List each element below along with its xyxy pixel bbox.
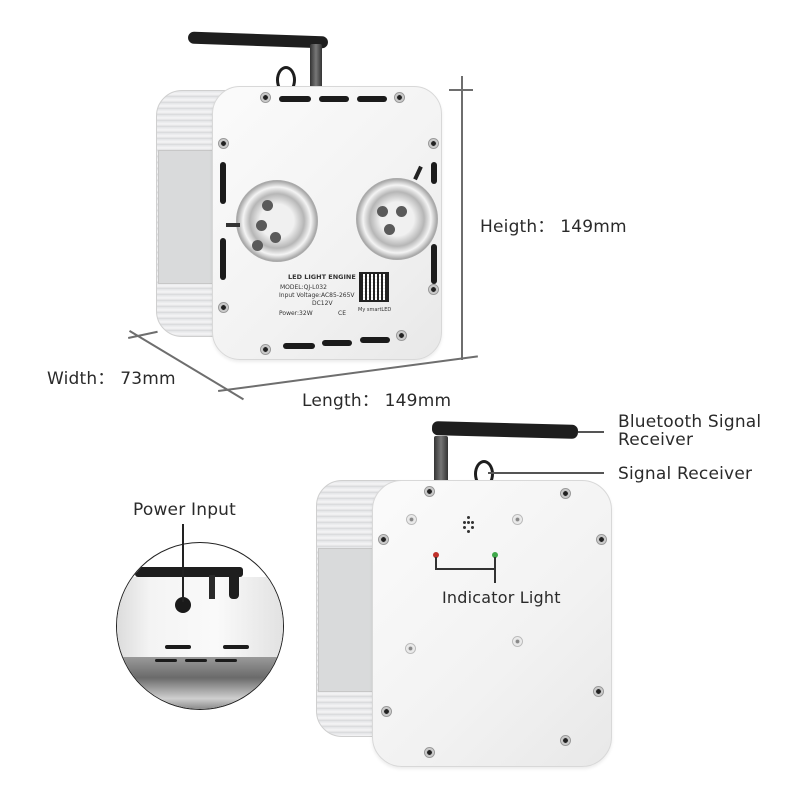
- indicator-callout-line: [435, 557, 437, 569]
- screw-icon: [406, 514, 417, 525]
- power-input-label: Power Input: [133, 500, 237, 520]
- signal-receiver-label: Signal Receiver: [618, 464, 753, 484]
- fiber-hole: [384, 224, 395, 235]
- bluetooth-callout-line: [578, 431, 604, 433]
- screw-icon: [512, 636, 523, 647]
- vent-slot: [431, 244, 437, 284]
- screw-icon: [381, 706, 392, 717]
- screw-icon: [560, 735, 571, 746]
- antenna-post: [310, 44, 322, 90]
- label-voltage: Input Voltage:AC85-265V: [279, 292, 355, 299]
- indicator-light-label: Indicator Light: [442, 588, 561, 607]
- indicator-callout-line: [494, 557, 496, 583]
- vent-slot: [322, 340, 352, 346]
- fiber-hole: [262, 200, 273, 211]
- inset-antenna-post: [229, 571, 239, 599]
- screw-icon: [218, 302, 229, 313]
- length-label: Length： 149mm: [302, 391, 452, 411]
- label-ce: CE: [338, 310, 346, 317]
- vent-slot: [220, 238, 226, 280]
- label-power: Power:32W: [279, 310, 313, 317]
- screw-icon: [378, 534, 389, 545]
- screw-icon: [424, 486, 435, 497]
- inset-antenna: [135, 567, 243, 577]
- vent-slot: [223, 645, 249, 649]
- indicator-led-green: [492, 552, 498, 558]
- label-model: MODEL:QJ-L032: [280, 284, 327, 291]
- vent-slot: [431, 162, 437, 184]
- vent-slot: [155, 659, 177, 662]
- fiber-hole: [270, 232, 281, 243]
- vent-slot: [185, 659, 207, 662]
- inset-cable: [209, 575, 215, 599]
- set-screw: [226, 223, 240, 227]
- bluetooth-receiver-label-line2: Receiver: [618, 430, 694, 450]
- power-input-inset: [116, 542, 284, 710]
- vent-slot: [215, 659, 237, 662]
- screw-icon: [596, 534, 607, 545]
- screw-icon: [428, 284, 439, 295]
- screw-icon: [260, 344, 271, 355]
- vent-slot: [357, 96, 387, 102]
- device-back-face: [372, 480, 612, 767]
- device-side-panel: [318, 548, 380, 692]
- vent-slot: [165, 645, 191, 649]
- screw-icon: [428, 138, 439, 149]
- fiber-hole: [377, 206, 388, 217]
- antenna-icon: [187, 31, 329, 49]
- vent-slot: [360, 337, 390, 343]
- power-jack-icon: [175, 597, 191, 613]
- height-dimension-tick: [449, 89, 473, 91]
- qr-code: [359, 272, 389, 302]
- power-input-callout-line: [182, 524, 184, 602]
- inset-bottom-edge: [117, 657, 283, 709]
- fiber-hole: [252, 240, 263, 251]
- signal-receiver-callout-line: [488, 472, 604, 474]
- antenna-post: [434, 436, 448, 482]
- vent-slot: [319, 96, 349, 102]
- label-title: LED LIGHT ENGINE: [288, 273, 356, 281]
- screw-icon: [260, 92, 271, 103]
- screw-icon: [405, 643, 416, 654]
- indicator-led-red: [433, 552, 439, 558]
- screw-icon: [593, 686, 604, 697]
- fiber-hole: [256, 220, 267, 231]
- vent-slot: [283, 343, 315, 349]
- fiber-port-right: [356, 178, 438, 260]
- bluetooth-antenna-icon: [431, 421, 579, 439]
- fiber-port-left: [236, 180, 318, 262]
- screw-icon: [512, 514, 523, 525]
- bluetooth-receiver-label-line1: Bluetooth Signal: [618, 412, 762, 432]
- indicator-callout-line: [435, 568, 495, 570]
- vent-slot: [220, 162, 226, 204]
- vent-slot: [279, 96, 311, 102]
- inset-housing: [117, 577, 283, 657]
- width-label: Width： 73mm: [47, 369, 176, 389]
- label-dc: DC12V: [312, 300, 333, 307]
- fiber-hole: [396, 206, 407, 217]
- label-app: My smartLED: [358, 307, 392, 313]
- screw-icon: [394, 92, 405, 103]
- screw-icon: [396, 330, 407, 341]
- height-dimension-line: [461, 76, 463, 360]
- device-side-panel: [158, 150, 220, 284]
- screw-icon: [560, 488, 571, 499]
- screw-icon: [424, 747, 435, 758]
- screw-icon: [218, 138, 229, 149]
- height-label: Heigth： 149mm: [480, 217, 627, 237]
